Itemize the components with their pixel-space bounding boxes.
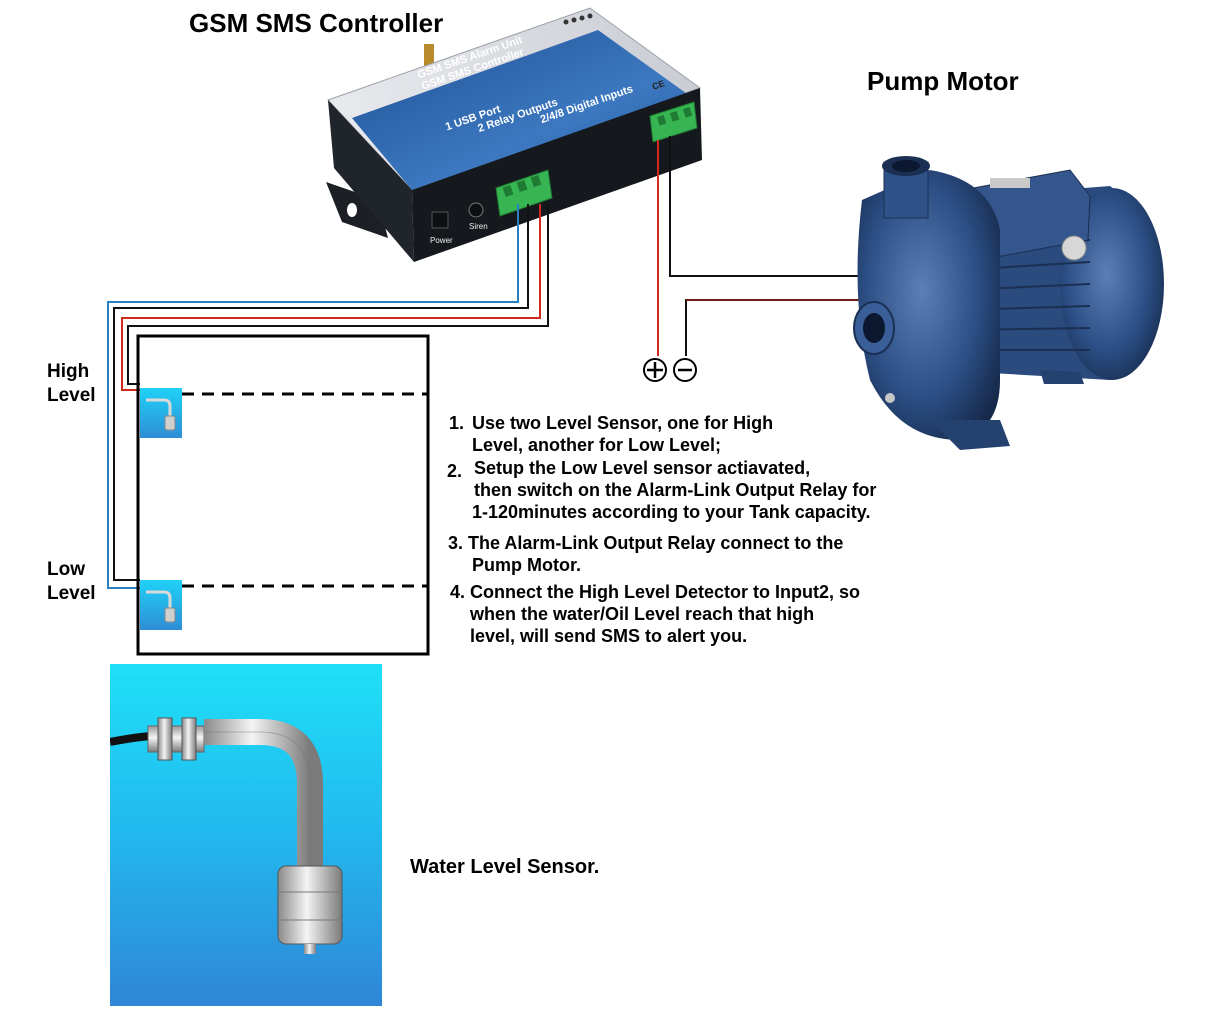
instruction-2-line2: then switch on the Alarm-Link Output Rel… bbox=[474, 480, 877, 500]
plus-terminal-icon bbox=[643, 358, 667, 382]
instruction-1-number: 1. bbox=[449, 413, 465, 433]
instruction-1-line1: Use two Level Sensor, one for High bbox=[472, 413, 774, 433]
high-level-sensor-icon bbox=[140, 388, 182, 438]
low-level-label-line1: Low bbox=[47, 559, 85, 580]
status-leds bbox=[563, 13, 593, 25]
instruction-2-line3: 1-120minutes according to your Tank capa… bbox=[472, 502, 871, 522]
pump-title: Pump Motor bbox=[867, 66, 1019, 96]
minus-terminal-icon bbox=[673, 358, 697, 382]
siren-port-label: Siren bbox=[469, 222, 488, 231]
diagram-title: GSM SMS Controller bbox=[189, 8, 444, 38]
relay-wiring bbox=[657, 136, 872, 356]
low-level-sensor-icon bbox=[140, 580, 182, 630]
low-level-label: Low Level bbox=[47, 558, 96, 606]
high-level-label-line2: Level bbox=[47, 385, 96, 406]
instruction-4: 4. Connect the High Level Detector to In… bbox=[450, 581, 860, 647]
instruction-2-line1: Setup the Low Level sensor actiavated, bbox=[474, 458, 811, 478]
low-level-label-line2: Level bbox=[47, 583, 96, 604]
sensor-caption: Water Level Sensor. bbox=[410, 856, 600, 878]
sensor-wiring bbox=[107, 204, 549, 589]
instruction-3: 3. The Alarm-Link Output Relay connect t… bbox=[448, 532, 843, 576]
instruction-2-number: 2. bbox=[447, 461, 463, 481]
instruction-4-line3: level, will send SMS to alert you. bbox=[470, 626, 748, 646]
antenna-icon bbox=[424, 44, 434, 70]
instruction-4-line2: when the water/Oil Level reach that high bbox=[470, 604, 815, 624]
high-level-label-line1: High bbox=[47, 361, 90, 382]
water-level-sensor-photo bbox=[110, 664, 382, 1006]
power-jack-icon bbox=[431, 211, 449, 229]
instruction-3-line1: 3. The Alarm-Link Output Relay connect t… bbox=[448, 533, 844, 553]
tank-outline bbox=[136, 334, 430, 656]
power-port-label: Power bbox=[430, 236, 453, 245]
instruction-4-line1: 4. Connect the High Level Detector to In… bbox=[450, 582, 861, 602]
input-terminal-block bbox=[495, 169, 553, 217]
siren-jack-icon bbox=[468, 202, 484, 218]
gsm-controller-device bbox=[326, 7, 702, 262]
instruction-1: Use two Level Sensor, one for High Level… bbox=[472, 412, 773, 456]
instruction-3-line2: Pump Motor. bbox=[472, 555, 581, 575]
high-level-label: High Level bbox=[47, 360, 96, 408]
instruction-1-line2: Level, another for Low Level; bbox=[472, 435, 722, 455]
instruction-2: Setup the Low Level sensor actiavated, t… bbox=[472, 457, 877, 523]
relay-terminal-block bbox=[649, 101, 698, 143]
pump-motor-image bbox=[853, 156, 1164, 450]
